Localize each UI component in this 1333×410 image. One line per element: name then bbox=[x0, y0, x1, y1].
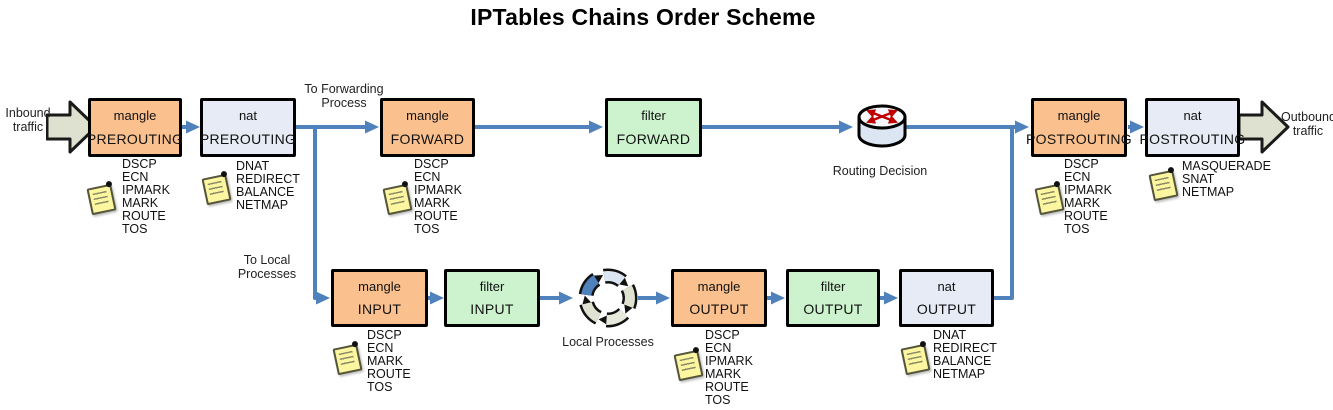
chain-name: PREROUTING bbox=[86, 130, 184, 147]
targets-note-mangle-postrouting: DSCP ECN IPMARK MARK ROUTE TOS bbox=[1064, 157, 1112, 236]
inbound-traffic-label: Inbound traffic bbox=[5, 106, 51, 134]
chain-box-mangle-postrouting: mangle POSTROUTING bbox=[1026, 98, 1132, 157]
chain-name: FORWARD bbox=[616, 130, 691, 147]
to-local-processes-label: To Local Processes bbox=[237, 253, 297, 281]
to-forwarding-process-label: To Forwarding Process bbox=[304, 82, 384, 110]
targets-note-nat-output: DNAT REDIRECT BALANCE NETMAP bbox=[933, 328, 997, 381]
targets-note-mangle-input: DSCP ECN MARK ROUTE TOS bbox=[367, 328, 411, 394]
router-icon bbox=[857, 104, 907, 148]
outbound-block-arrow-icon bbox=[1238, 100, 1290, 154]
routing-decision-label: Routing Decision bbox=[832, 164, 928, 178]
table-name: filter bbox=[641, 108, 666, 124]
local-processes-label: Local Processes bbox=[562, 335, 654, 349]
sticky-note-icon bbox=[673, 349, 704, 382]
inbound-block-arrow-icon bbox=[46, 100, 98, 154]
targets-note-mangle-prerouting: DSCP ECN IPMARK MARK ROUTE TOS bbox=[122, 157, 170, 236]
chain-box-filter-input: filter INPUT bbox=[444, 269, 540, 327]
targets-note-nat-postrouting: MASQUERADE SNAT NETMAP bbox=[1182, 159, 1271, 199]
chain-name: OUTPUT bbox=[689, 301, 749, 317]
sticky-note-icon bbox=[1034, 183, 1065, 216]
chain-box-mangle-input: mangle INPUT bbox=[331, 269, 428, 327]
table-name: mangle bbox=[1057, 108, 1101, 124]
targets-note-mangle-output: DSCP ECN IPMARK MARK ROUTE TOS bbox=[705, 328, 753, 407]
table-name: filter bbox=[820, 279, 846, 294]
chain-name: POSTROUTING bbox=[1139, 130, 1246, 147]
sticky-note-icon bbox=[332, 343, 363, 376]
chain-box-nat-prerouting: nat PREROUTING bbox=[200, 98, 296, 157]
sticky-note-icon bbox=[382, 183, 413, 216]
chain-box-mangle-output: mangle OUTPUT bbox=[671, 269, 767, 327]
chain-name: OUTPUT bbox=[803, 301, 863, 317]
table-name: mangle bbox=[697, 279, 741, 294]
sticky-note-icon bbox=[86, 183, 117, 216]
table-name: mangle bbox=[113, 108, 157, 124]
sticky-note-icon bbox=[201, 173, 232, 206]
sticky-note-icon bbox=[1148, 169, 1179, 202]
targets-note-mangle-forward: DSCP ECN IPMARK MARK ROUTE TOS bbox=[414, 157, 462, 236]
chain-box-mangle-forward: mangle FORWARD bbox=[380, 98, 475, 157]
page-title: IPTables Chains Order Scheme bbox=[470, 4, 816, 30]
chain-name: INPUT bbox=[470, 301, 514, 317]
table-name: mangle bbox=[406, 108, 449, 124]
chain-name: OUTPUT bbox=[916, 301, 977, 317]
chain-box-nat-postrouting: nat POSTROUTING bbox=[1140, 98, 1245, 157]
table-name: nat bbox=[1183, 108, 1202, 124]
table-name: nat bbox=[937, 279, 956, 294]
targets-note-nat-prerouting: DNAT REDIRECT BALANCE NETMAP bbox=[236, 159, 300, 212]
local-processes-circular-arrows-icon bbox=[578, 268, 638, 328]
sticky-note-icon bbox=[900, 343, 931, 376]
chain-box-nat-output: nat OUTPUT bbox=[899, 269, 994, 327]
chain-name: INPUT bbox=[357, 301, 402, 317]
table-name: nat bbox=[238, 108, 258, 124]
table-name: mangle bbox=[358, 279, 401, 294]
chain-box-mangle-prerouting: mangle PREROUTING bbox=[86, 98, 184, 157]
chain-name: FORWARD bbox=[390, 130, 465, 147]
outbound-traffic-label: Outbound traffic bbox=[1281, 110, 1333, 138]
chain-box-filter-output: filter OUTPUT bbox=[786, 269, 880, 327]
chain-name: PREROUTING bbox=[199, 130, 297, 147]
chain-box-filter-forward: filter FORWARD bbox=[605, 98, 702, 157]
table-name: filter bbox=[479, 279, 505, 294]
chain-name: POSTROUTING bbox=[1026, 130, 1132, 147]
